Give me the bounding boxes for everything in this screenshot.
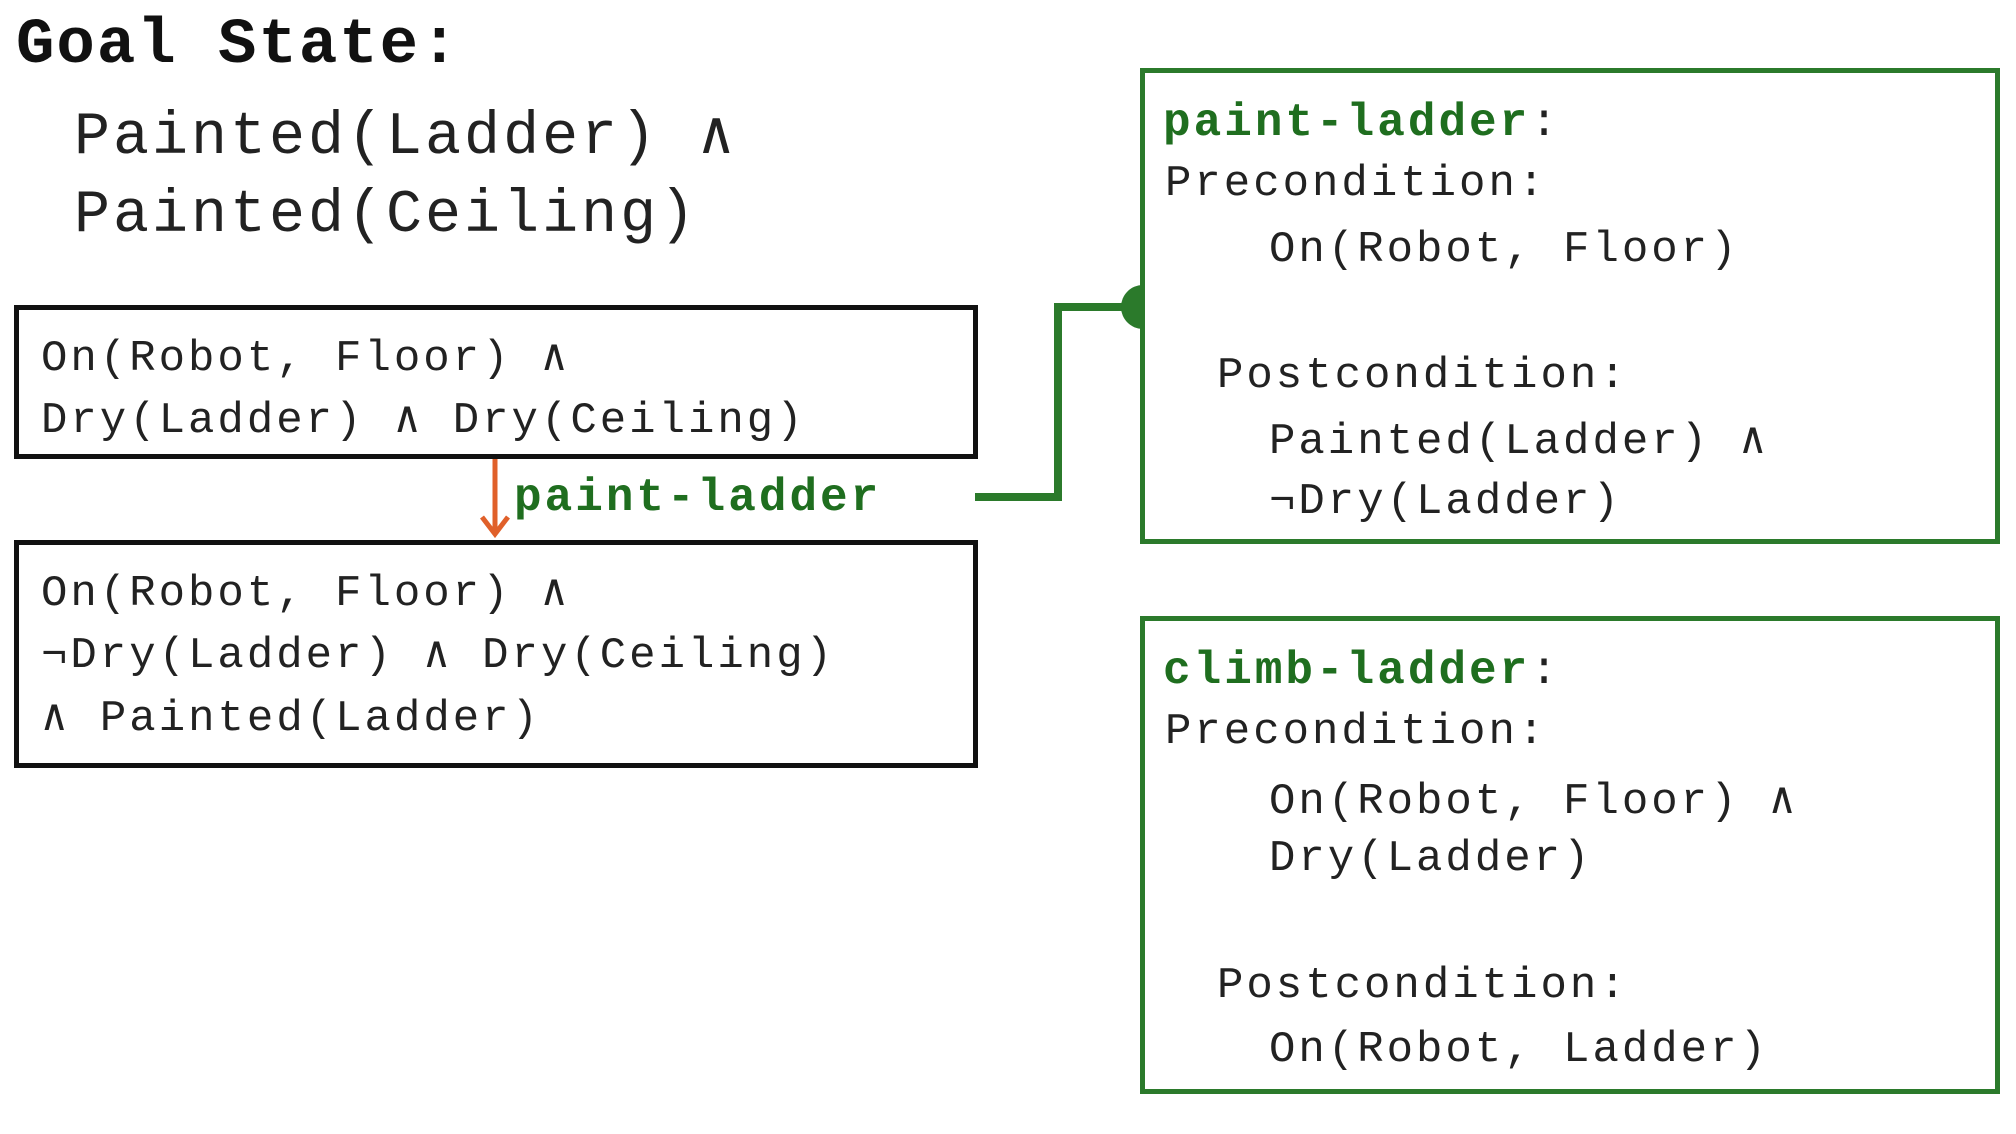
state-1-line-1: On(Robot, Floor) ∧ [41,334,571,384]
postcondition-label: Postcondition: [1217,351,1629,401]
postcondition-line-2: ¬Dry(Ladder) [1269,477,1622,527]
action-name-paint-ladder: paint-ladder: [1163,97,1561,149]
action-title: paint-ladder [1163,97,1531,149]
precondition-line-1: On(Robot, Floor) ∧ [1269,777,1799,827]
goal-line-1: Painted(Ladder) ∧ [74,104,738,172]
state-1-line-2: Dry(Ladder) ∧ Dry(Ceiling) [41,396,806,446]
state-2-line-3: ∧ Painted(Ladder) [41,694,541,744]
action-title-colon: : [1530,97,1561,149]
state-2-line-2: ¬Dry(Ladder) ∧ Dry(Ceiling) [41,631,836,681]
transition-arrow-head [480,515,510,539]
precondition-line-2: Dry(Ladder) [1269,834,1593,884]
goal-line-2: Painted(Ceiling) [74,182,699,250]
action-link-connector [975,303,1143,501]
action-title-colon: : [1530,645,1561,697]
postcondition-label: Postcondition: [1217,961,1629,1011]
action-card-climb-ladder: climb-ladder: Precondition: On(Robot, Fl… [1140,616,2000,1094]
transition-label: paint-ladder [514,472,882,524]
state-2-line-1: On(Robot, Floor) ∧ [41,569,571,619]
postcondition-line-1: On(Robot, Ladder) [1269,1025,1769,1075]
precondition-line-1: On(Robot, Floor) [1269,225,1740,275]
action-card-paint-ladder: paint-ladder: Precondition: On(Robot, Fl… [1140,68,2000,544]
postcondition-line-1: Painted(Ladder) ∧ [1269,417,1769,467]
state-box-initial: On(Robot, Floor) ∧ Dry(Ladder) ∧ Dry(Cei… [14,305,978,459]
action-name-climb-ladder: climb-ladder: [1163,645,1561,697]
precondition-label: Precondition: [1165,707,1548,757]
precondition-label: Precondition: [1165,159,1548,209]
goal-state-title: Goal State: [16,10,461,82]
action-title: climb-ladder [1163,645,1531,697]
state-box-result: On(Robot, Floor) ∧ ¬Dry(Ladder) ∧ Dry(Ce… [14,540,978,768]
